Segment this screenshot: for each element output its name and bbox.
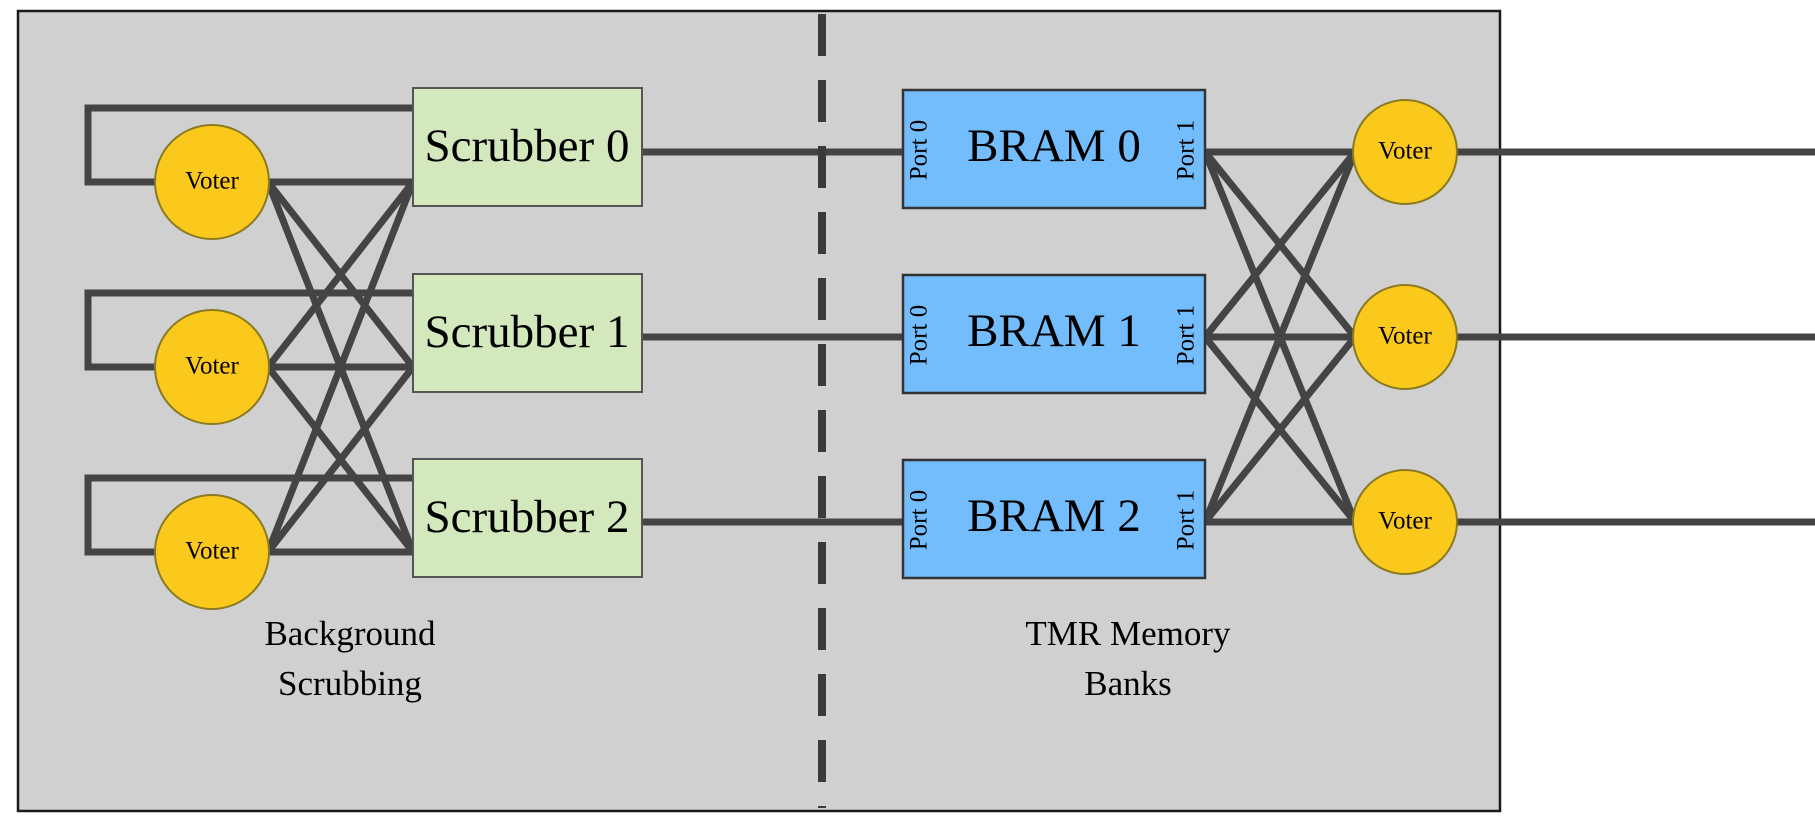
left-voter-label-2: Voter bbox=[185, 538, 239, 565]
right-voter-label-1: Voter bbox=[1378, 323, 1432, 350]
mesh-left-v2-s1 bbox=[265, 364, 416, 555]
right-voter-label-2: Voter bbox=[1378, 508, 1432, 535]
bram-box-2[interactable] bbox=[901, 458, 1207, 580]
bram-label-2: BRAM 2 bbox=[967, 490, 1141, 542]
right-voter-circle-0[interactable] bbox=[1352, 99, 1458, 205]
scrubber-group: Scrubber 0 Scrubber 1 Scrubber 2 bbox=[412, 87, 643, 578]
bram-port1-label-2: Port 1 bbox=[1173, 490, 1200, 550]
scrubber-label-1: Scrubber 1 bbox=[425, 306, 630, 358]
right-voter-group: Voter Voter Voter bbox=[1352, 99, 1458, 575]
left-caption-line1: Background bbox=[264, 614, 436, 653]
scrubber-to-bram-wires bbox=[640, 148, 905, 526]
mesh-right-b2-v0 bbox=[1201, 150, 1359, 524]
left-voter-group: Voter Voter Voter bbox=[154, 124, 270, 610]
bram-port1-label-0: Port 1 bbox=[1173, 120, 1200, 180]
scrubber-box-1[interactable] bbox=[412, 273, 643, 393]
bram-port0-label-2: Port 0 bbox=[906, 490, 933, 550]
left-voter-label-0: Voter bbox=[185, 168, 239, 195]
scrubber-box-0[interactable] bbox=[412, 87, 643, 207]
caption-group: Background Scrubbing TMR Memory Banks bbox=[264, 614, 1231, 703]
right-caption-line2: Banks bbox=[1084, 664, 1172, 703]
feedback-loops bbox=[84, 104, 413, 556]
left-voter-circle-1[interactable] bbox=[154, 309, 270, 425]
right-voter-circle-1[interactable] bbox=[1352, 284, 1458, 390]
feedback-loop-2 bbox=[84, 474, 413, 556]
mesh-right-b2-v1 bbox=[1202, 334, 1358, 525]
scrubber-label-2: Scrubber 2 bbox=[425, 491, 630, 543]
bram-box-1[interactable] bbox=[901, 273, 1207, 395]
feedback-loop-0 bbox=[84, 104, 413, 186]
bram-group: BRAM 0 Port 0 Port 1 BRAM 1 Port 0 Port … bbox=[901, 88, 1207, 580]
mesh-right-b1-v0 bbox=[1202, 149, 1358, 340]
left-voter-label-1: Voter bbox=[185, 353, 239, 380]
right-voter-circle-2[interactable] bbox=[1352, 469, 1458, 575]
left-voter-circle-2[interactable] bbox=[154, 494, 270, 610]
bram-port0-label-1: Port 0 bbox=[906, 305, 933, 365]
right-caption-line1: TMR Memory bbox=[1025, 614, 1231, 653]
feedback-loop-1 bbox=[84, 289, 413, 371]
bram-port0-label-0: Port 0 bbox=[906, 120, 933, 180]
left-voter-circle-0[interactable] bbox=[154, 124, 270, 240]
scrubber-box-2[interactable] bbox=[412, 458, 643, 578]
bram-box-0[interactable] bbox=[901, 88, 1207, 210]
left-crossbar-mesh bbox=[264, 178, 417, 556]
bram-label-1: BRAM 1 bbox=[967, 305, 1141, 357]
scrubber-label-0: Scrubber 0 bbox=[425, 120, 630, 172]
mesh-left-v2-s0 bbox=[264, 180, 417, 554]
mesh-left-v1-s0 bbox=[265, 179, 416, 370]
right-crossbar-mesh bbox=[1201, 148, 1359, 526]
bram-port1-label-1: Port 1 bbox=[1173, 305, 1200, 365]
bram-label-0: BRAM 0 bbox=[967, 120, 1141, 172]
left-caption-line2: Scrubbing bbox=[278, 664, 422, 703]
right-voter-label-0: Voter bbox=[1378, 138, 1432, 165]
